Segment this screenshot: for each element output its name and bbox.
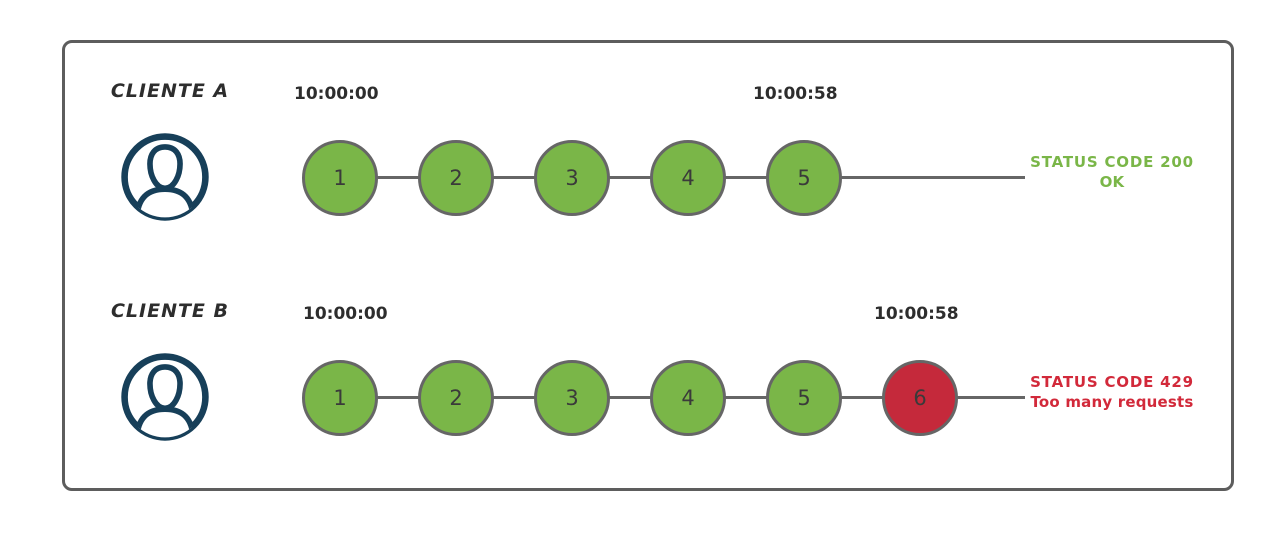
status-text: STATUS CODE 200 OK bbox=[1028, 152, 1196, 192]
end-time-label: 10:00:58 bbox=[753, 84, 838, 104]
status-code-label: STATUS CODE 429 bbox=[1030, 373, 1194, 391]
request-circle: 3 bbox=[534, 360, 610, 436]
status-detail-label: OK bbox=[1099, 173, 1125, 191]
user-avatar-icon bbox=[118, 350, 212, 444]
request-circle: 3 bbox=[534, 140, 610, 216]
client-a-label: CLIENTE A bbox=[110, 80, 230, 102]
request-circle: 5 bbox=[766, 140, 842, 216]
status-text: STATUS CODE 429 Too many requests bbox=[1028, 372, 1196, 412]
status-detail-label: Too many requests bbox=[1030, 393, 1194, 411]
request-circle: 4 bbox=[650, 140, 726, 216]
request-circle: 6 bbox=[882, 360, 958, 436]
diagram-frame bbox=[62, 40, 1234, 491]
end-time-label: 10:00:58 bbox=[874, 304, 959, 324]
request-circle: 2 bbox=[418, 360, 494, 436]
request-circle: 5 bbox=[766, 360, 842, 436]
status-code-label: STATUS CODE 200 bbox=[1030, 153, 1194, 171]
request-circle: 2 bbox=[418, 140, 494, 216]
start-time-label: 10:00:00 bbox=[303, 304, 388, 324]
user-avatar-icon bbox=[118, 130, 212, 224]
start-time-label: 10:00:00 bbox=[294, 84, 379, 104]
request-circle: 1 bbox=[302, 360, 378, 436]
request-circle: 4 bbox=[650, 360, 726, 436]
request-circle: 1 bbox=[302, 140, 378, 216]
client-b-label: CLIENTE B bbox=[110, 300, 230, 322]
